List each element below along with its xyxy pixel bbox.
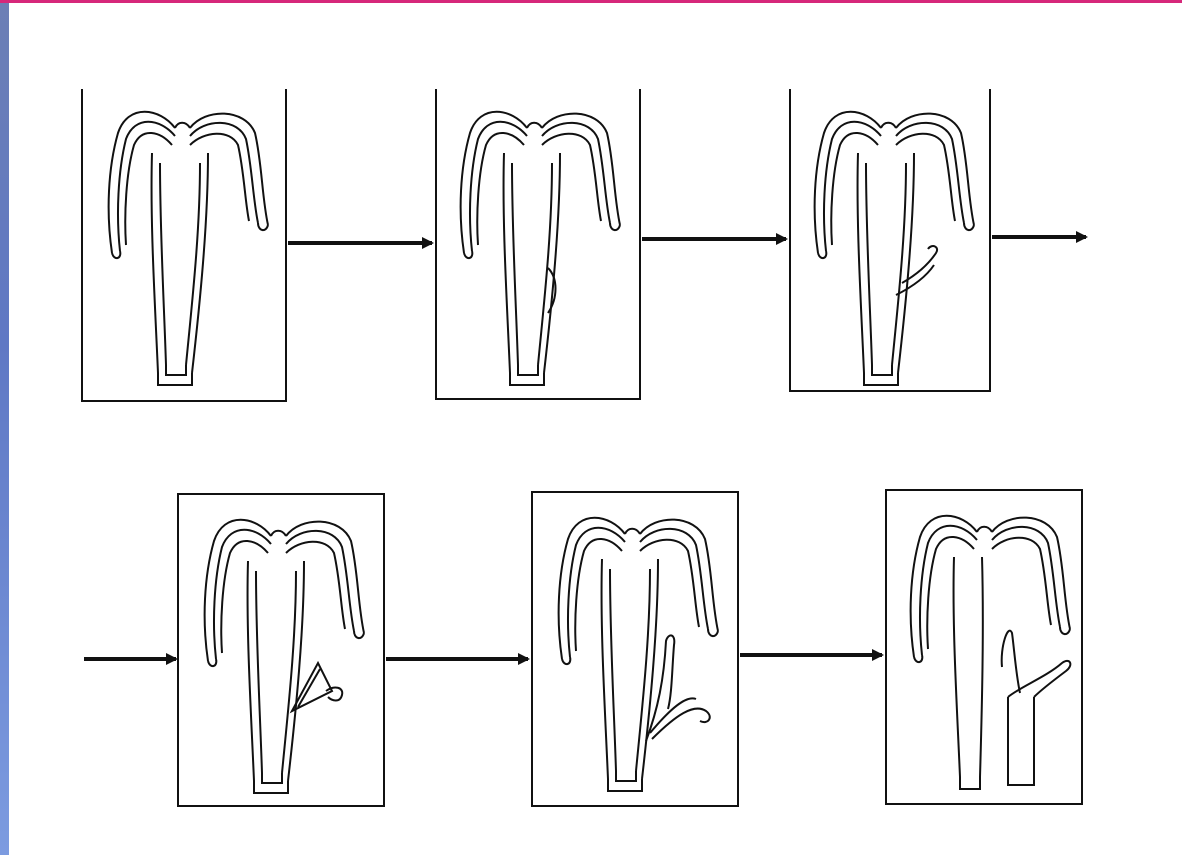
panel-stage-4 — [178, 494, 384, 806]
organ-stage-6 — [911, 516, 1071, 789]
panel-stage-1 — [82, 89, 286, 401]
organ-stage-3 — [815, 112, 974, 385]
organ-stage-1 — [109, 112, 268, 385]
panel-stage-3 — [790, 89, 990, 391]
organ-stage-5 — [559, 518, 718, 791]
panel-stage-6 — [886, 490, 1082, 804]
organ-stage-2 — [461, 112, 620, 385]
development-diagram — [0, 3, 1182, 855]
panel-stage-2 — [436, 89, 640, 399]
panel-stage-5 — [532, 492, 738, 806]
organ-stage-4 — [205, 520, 364, 793]
